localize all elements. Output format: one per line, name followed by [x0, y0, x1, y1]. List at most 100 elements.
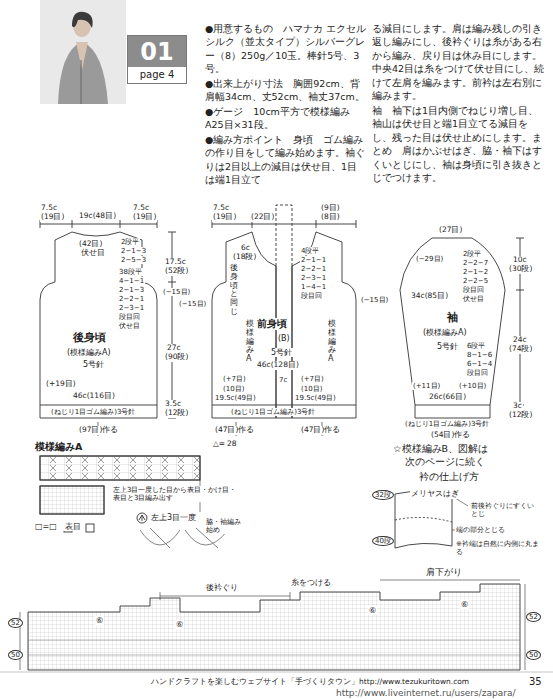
pattern-annotation: (47目)作る [214, 426, 255, 435]
pattern-annotation: 24c [512, 336, 528, 345]
pattern-annotation: (ねじり1目ゴム編み)3号針 [230, 408, 316, 416]
pattern-annotation: 7.5c [40, 204, 58, 213]
pattern-annotation: (54目)作る [430, 431, 471, 440]
pattern-annotation: 28 [226, 440, 238, 449]
pattern-annotation: 模様編みA [246, 320, 254, 364]
drawing-stroke [40, 486, 104, 514]
pattern-annotation: 7.5c [132, 204, 150, 213]
pattern-annotation: 3.5c [164, 400, 182, 409]
pattern-annotation: 26c(66目) [428, 393, 467, 402]
pattern-annotation: (ねじり1目ゴム編み)3号針 [50, 408, 136, 416]
pattern-annotation: 衿の仕上げ方 [418, 472, 480, 483]
pattern-annotation: (模様編みA) [422, 328, 468, 337]
pattern-annotation: 7.5c [212, 204, 230, 213]
drawing-stroke [139, 515, 145, 521]
pattern-annotation: メリヤスはぎ [410, 490, 460, 499]
pattern-annotation: 後身頃と同じ [230, 264, 238, 317]
pattern-annotation: 2−3−1 [300, 274, 327, 282]
drawing-stroke [58, 42, 108, 104]
pattern-annotation: 2−1−3 [118, 286, 145, 294]
pattern-annotation: (10目) [300, 385, 323, 393]
pattern-annotation: 10c [512, 256, 528, 265]
drawing-stroke [81, 60, 82, 104]
pattern-annotation: (52段) [164, 267, 189, 276]
pattern-annotation: 5号針 [270, 348, 293, 357]
instruction-text: 袖 袖下は1目内側でねじり増し目、袖山は伏せ目と端1目立てる減目をし、残った目は… [372, 104, 548, 185]
pattern-annotation: ※衿端は自然に内側に丸まる [455, 540, 545, 556]
pattern-annotation: ⑥ [175, 620, 184, 629]
pattern-annotation: (−29目) [415, 255, 444, 263]
text-column: る減目にします。肩は編み残しの引き返し編みにし、後衿ぐりは糸がある右から編み、戻… [372, 22, 548, 186]
drawing-stroke [0, 672, 553, 673]
row-number: 52 [8, 618, 23, 628]
pattern-annotation: 46c(128目) [256, 361, 300, 370]
pattern-annotation: 肩下がり [425, 568, 463, 578]
drawing-stroke [276, 266, 292, 418]
pattern-annotation: ⑥ [460, 600, 469, 609]
pattern-annotation: 2−2−1 [118, 295, 145, 303]
pattern-annotation: (模様編みA) [66, 348, 112, 357]
page-reference: page 4 [128, 67, 186, 83]
drawing-stroke [160, 592, 290, 600]
pattern-annotation: 段目回 [118, 313, 141, 321]
pattern-annotation: 38段平 [118, 268, 143, 276]
pattern-annotation: (8目) [320, 213, 341, 222]
pattern-annotation: 糸をつける [290, 578, 332, 587]
pattern-annotation: (19目) [132, 213, 157, 222]
row-number: 40段 [372, 536, 394, 546]
pattern-annotation: 35 [528, 676, 543, 688]
pattern-annotation: 後衿ぐり [205, 583, 239, 592]
drawing-stroke [76, 42, 88, 70]
pattern-annotation: (30段) [508, 265, 533, 274]
pattern-annotation: 段目回 [462, 286, 485, 294]
pattern-annotation: 伏せ目 [80, 249, 106, 258]
pattern-annotation: 4−1−1 [118, 277, 145, 285]
pattern-annotation: 7c [278, 376, 288, 384]
pattern-annotation: (19目) [212, 213, 237, 222]
pattern-annotation: 左上3目一度した目から表目・かけ目・表目と3目編み出す [112, 486, 239, 502]
pattern-annotation: 前後衿ぐりにすくいとじ [470, 502, 536, 518]
pattern-annotation: 34c(85目) [410, 292, 449, 301]
drawing-stroke [72, 12, 93, 28]
drawing-stroke [40, 456, 200, 480]
pattern-annotation: (42目) [78, 240, 103, 249]
row-number: 32段 [372, 490, 394, 500]
drawing-stroke [40, 232, 157, 418]
pattern-annotation: 17.5c [164, 258, 187, 267]
title-badge: 01page 4 [127, 35, 187, 84]
row-number: 50 [526, 650, 541, 660]
drawing-stroke [40, 486, 104, 514]
pattern-annotation: (B) [277, 334, 291, 343]
instruction-text: ●用意するもの ハマナカ エクセルシルク（並太タイプ）シルバーグレー（8）250… [205, 22, 367, 76]
pattern-annotation: 27c [166, 344, 182, 353]
pattern-annotation: 4段平 [300, 247, 320, 255]
pattern-annotation: ⑥ [95, 616, 104, 625]
instruction-text: る減目にします。肩は編み残しの引き返し編みにし、後衿ぐりは糸がある右から編み、戻… [372, 22, 548, 103]
pattern-annotation: 2−2−5 [462, 277, 489, 285]
pattern-annotation: 3c [512, 402, 523, 411]
pattern-annotation: 46c(116目) [72, 392, 116, 401]
pattern-number: 01 [128, 36, 186, 67]
pattern-annotation: 2−1−2 [462, 268, 489, 276]
pattern-annotation: 2−3−1 [118, 304, 145, 312]
drawing-stroke [28, 640, 520, 655]
drawing-stroke [380, 580, 520, 581]
pattern-annotation: 2段平 [462, 250, 482, 258]
pattern-annotation: (12段) [164, 409, 189, 418]
pattern-annotation: 6−1−4 [466, 360, 493, 368]
pattern-annotation: 模様編みA [34, 442, 83, 453]
drawing-stroke [276, 205, 292, 266]
pattern-annotation: (19目) [40, 213, 65, 222]
drawing-stroke [28, 584, 520, 670]
row-number: 52 [526, 612, 541, 622]
pattern-annotation: 8−1−6 [466, 351, 493, 359]
pattern-annotation: 2−2−7 [462, 259, 489, 267]
pattern-annotation: (−15目) [178, 300, 207, 308]
drawing-stroke [40, 405, 157, 406]
pattern-annotation: ⑥ [368, 606, 377, 615]
drawing-stroke [395, 491, 452, 548]
drawing-stroke [40, 456, 200, 480]
drawing-stroke [86, 524, 94, 532]
drawing-stroke [212, 405, 356, 406]
